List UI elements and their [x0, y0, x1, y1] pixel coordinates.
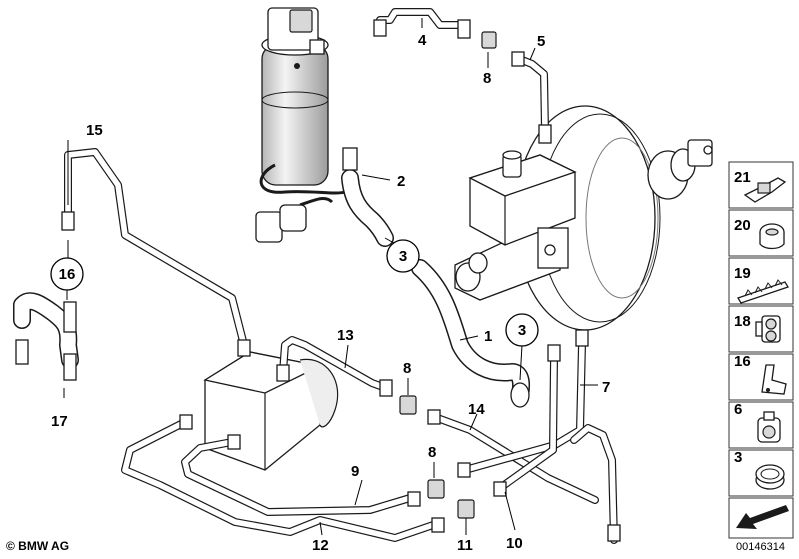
callout-8a: 8: [483, 70, 491, 87]
leader-lines: [63, 18, 598, 536]
fitting: [431, 517, 445, 533]
callout-16: 16: [59, 266, 76, 283]
panel-item-6-number: 6: [734, 401, 742, 418]
panel-item-21: 21: [728, 161, 794, 209]
fitting: [373, 19, 387, 37]
panel-item-20: 20: [728, 209, 794, 257]
union-nut-8: [427, 479, 445, 499]
hose-2: [341, 169, 394, 247]
fitting: [15, 339, 29, 365]
hose-clamp-icon: [755, 464, 785, 490]
pipe-7: [461, 341, 586, 474]
bracket-icon: [761, 364, 787, 395]
panel-item-18-number: 18: [734, 313, 751, 330]
callout-9: 9: [351, 463, 359, 480]
fitting: [575, 329, 589, 347]
callout-7: 7: [602, 379, 610, 396]
callout-circle: [386, 239, 420, 273]
fitting: [511, 51, 525, 67]
callout-11: 11: [457, 537, 473, 554]
double-clip-icon: [755, 315, 781, 343]
fitting: [276, 364, 290, 382]
callout-3b: 3: [518, 322, 526, 339]
fitting: [457, 19, 471, 39]
panel-item-20-number: 20: [734, 217, 751, 234]
callout-8c: 8: [428, 444, 436, 461]
callout-circle: [50, 257, 84, 291]
pipe-long-right: [570, 424, 618, 544]
panel-item-6: 6: [728, 401, 794, 449]
panel-item-3: 3: [728, 449, 794, 497]
panel-item-19-number: 19: [734, 265, 751, 282]
pipe-5: [513, 54, 549, 134]
hose-17: [13, 292, 79, 369]
pipe-clip-icon: [757, 411, 781, 443]
diagram-code: 00146314: [736, 541, 785, 553]
union-nut-8: [481, 31, 497, 49]
panel-item-16-number: 16: [734, 353, 751, 370]
holder-strip-icon: [737, 279, 789, 304]
fitting: [63, 353, 77, 381]
callout-1: 1: [484, 328, 492, 345]
panel-item-19: 19: [728, 257, 794, 305]
grommet-icon: [759, 223, 785, 250]
fitting: [427, 409, 441, 425]
pipe-12: [121, 418, 440, 542]
panel-item-16: 16: [728, 353, 794, 401]
fitting: [547, 344, 561, 362]
callout-3: 3: [399, 248, 407, 265]
panel-item-18: 18: [728, 305, 794, 353]
panel-item-3-number: 3: [734, 449, 742, 466]
fitting: [457, 462, 471, 478]
direction-arrow-box: [728, 497, 794, 539]
callout-12: 12: [312, 537, 329, 554]
fitting: [227, 434, 241, 450]
fitting: [63, 301, 77, 333]
callout-17: 17: [51, 413, 68, 430]
fitting: [61, 211, 75, 231]
pipe-15: [64, 148, 248, 349]
fitting: [407, 491, 421, 507]
callout-15: 15: [86, 122, 103, 139]
union-nut-8: [399, 395, 417, 415]
pipe-9: [181, 438, 414, 516]
fitting: [607, 524, 621, 542]
union-nut-11: [457, 499, 475, 519]
fitting: [538, 124, 552, 144]
pipe-4: [376, 8, 466, 29]
hydraulic-unit: [203, 351, 339, 471]
parts-panel: 21 20 19 18: [728, 161, 794, 539]
fittings: [15, 19, 621, 542]
pipe-13: [279, 336, 387, 391]
panel-item-21-number: 21: [734, 169, 751, 186]
fitting: [342, 147, 358, 171]
arrow-icon: [736, 505, 789, 529]
fitting: [493, 481, 507, 497]
callout-13: 13: [337, 327, 354, 344]
callout-circles: [50, 239, 539, 347]
copyright-brand: © BMW AG: [6, 539, 70, 553]
fitting: [179, 414, 193, 430]
callout-2: 2: [397, 173, 405, 190]
callout-circle: [505, 313, 539, 347]
callout-4: 4: [418, 32, 427, 49]
callout-5: 5: [537, 33, 545, 50]
master-cylinder: [454, 150, 577, 301]
callout-10: 10: [506, 535, 523, 552]
callout-14: 14: [468, 401, 485, 418]
callout-8b: 8: [403, 360, 411, 377]
fitting: [379, 379, 393, 397]
clip-icon: [743, 177, 787, 203]
fitting: [237, 339, 251, 357]
pressure-accumulator: [255, 7, 346, 243]
callout-labels: 1 2 3 3 4 5 7 8 8 8 9 10 11 12 13 14 15 …: [51, 32, 610, 554]
